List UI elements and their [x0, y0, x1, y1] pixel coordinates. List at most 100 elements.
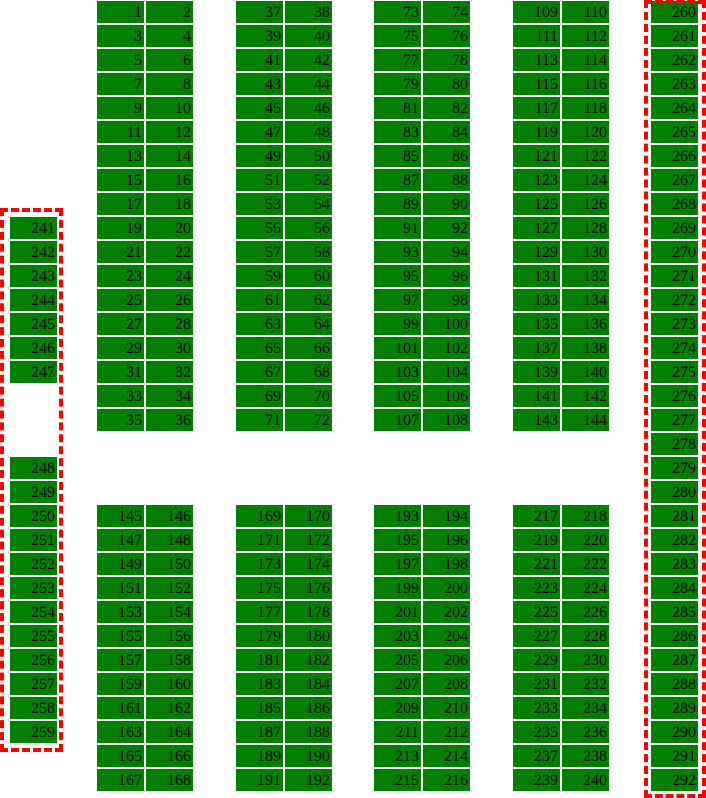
seat-3[interactable]: 3	[97, 25, 144, 47]
seat-88[interactable]: 88	[423, 169, 470, 191]
seat-272[interactable]: 272	[651, 289, 698, 311]
seat-232[interactable]: 232	[562, 673, 609, 695]
seat-165[interactable]: 165	[97, 745, 144, 767]
seat-184[interactable]: 184	[285, 673, 332, 695]
seat-48[interactable]: 48	[285, 121, 332, 143]
seat-262[interactable]: 262	[651, 49, 698, 71]
seat-90[interactable]: 90	[423, 193, 470, 215]
seat-12[interactable]: 12	[146, 121, 193, 143]
seat-140[interactable]: 140	[562, 361, 609, 383]
seat-222[interactable]: 222	[562, 553, 609, 575]
seat-282[interactable]: 282	[651, 529, 698, 551]
seat-28[interactable]: 28	[146, 313, 193, 335]
seat-65[interactable]: 65	[236, 337, 283, 359]
seat-189[interactable]: 189	[236, 745, 283, 767]
seat-289[interactable]: 289	[651, 697, 698, 719]
seat-283[interactable]: 283	[651, 553, 698, 575]
seat-35[interactable]: 35	[97, 409, 144, 431]
seat-239[interactable]: 239	[513, 769, 560, 791]
seat-251[interactable]: 251	[10, 529, 57, 551]
seat-193[interactable]: 193	[374, 505, 421, 527]
seat-137[interactable]: 137	[513, 337, 560, 359]
seat-55[interactable]: 55	[236, 217, 283, 239]
seat-109[interactable]: 109	[513, 1, 560, 23]
seat-41[interactable]: 41	[236, 49, 283, 71]
seat-42[interactable]: 42	[285, 49, 332, 71]
seat-200[interactable]: 200	[423, 577, 470, 599]
seat-279[interactable]: 279	[651, 457, 698, 479]
seat-204[interactable]: 204	[423, 625, 470, 647]
seat-155[interactable]: 155	[97, 625, 144, 647]
seat-134[interactable]: 134	[562, 289, 609, 311]
seat-191[interactable]: 191	[236, 769, 283, 791]
seat-82[interactable]: 82	[423, 97, 470, 119]
seat-43[interactable]: 43	[236, 73, 283, 95]
seat-264[interactable]: 264	[651, 97, 698, 119]
seat-284[interactable]: 284	[651, 577, 698, 599]
seat-105[interactable]: 105	[374, 385, 421, 407]
seat-33[interactable]: 33	[97, 385, 144, 407]
seat-77[interactable]: 77	[374, 49, 421, 71]
seat-244[interactable]: 244	[10, 289, 57, 311]
seat-22[interactable]: 22	[146, 241, 193, 263]
seat-158[interactable]: 158	[146, 649, 193, 671]
seat-290[interactable]: 290	[651, 721, 698, 743]
seat-50[interactable]: 50	[285, 145, 332, 167]
seat-234[interactable]: 234	[562, 697, 609, 719]
seat-53[interactable]: 53	[236, 193, 283, 215]
seat-97[interactable]: 97	[374, 289, 421, 311]
seat-265[interactable]: 265	[651, 121, 698, 143]
seat-201[interactable]: 201	[374, 601, 421, 623]
seat-249[interactable]: 249	[10, 481, 57, 503]
seat-32[interactable]: 32	[146, 361, 193, 383]
seat-45[interactable]: 45	[236, 97, 283, 119]
seat-263[interactable]: 263	[651, 73, 698, 95]
seat-243[interactable]: 243	[10, 265, 57, 287]
seat-148[interactable]: 148	[146, 529, 193, 551]
seat-183[interactable]: 183	[236, 673, 283, 695]
seat-17[interactable]: 17	[97, 193, 144, 215]
seat-139[interactable]: 139	[513, 361, 560, 383]
seat-253[interactable]: 253	[10, 577, 57, 599]
seat-85[interactable]: 85	[374, 145, 421, 167]
seat-209[interactable]: 209	[374, 697, 421, 719]
seat-63[interactable]: 63	[236, 313, 283, 335]
seat-98[interactable]: 98	[423, 289, 470, 311]
seat-121[interactable]: 121	[513, 145, 560, 167]
seat-54[interactable]: 54	[285, 193, 332, 215]
seat-259[interactable]: 259	[10, 721, 57, 743]
seat-19[interactable]: 19	[97, 217, 144, 239]
seat-113[interactable]: 113	[513, 49, 560, 71]
seat-110[interactable]: 110	[562, 1, 609, 23]
seat-219[interactable]: 219	[513, 529, 560, 551]
seat-124[interactable]: 124	[562, 169, 609, 191]
seat-238[interactable]: 238	[562, 745, 609, 767]
seat-91[interactable]: 91	[374, 217, 421, 239]
seat-254[interactable]: 254	[10, 601, 57, 623]
seat-266[interactable]: 266	[651, 145, 698, 167]
seat-252[interactable]: 252	[10, 553, 57, 575]
seat-156[interactable]: 156	[146, 625, 193, 647]
seat-168[interactable]: 168	[146, 769, 193, 791]
seat-208[interactable]: 208	[423, 673, 470, 695]
seat-94[interactable]: 94	[423, 241, 470, 263]
seat-245[interactable]: 245	[10, 313, 57, 335]
seat-212[interactable]: 212	[423, 721, 470, 743]
seat-25[interactable]: 25	[97, 289, 144, 311]
seat-277[interactable]: 277	[651, 409, 698, 431]
seat-80[interactable]: 80	[423, 73, 470, 95]
seat-206[interactable]: 206	[423, 649, 470, 671]
seat-176[interactable]: 176	[285, 577, 332, 599]
seat-115[interactable]: 115	[513, 73, 560, 95]
seat-78[interactable]: 78	[423, 49, 470, 71]
seat-130[interactable]: 130	[562, 241, 609, 263]
seat-235[interactable]: 235	[513, 721, 560, 743]
seat-258[interactable]: 258	[10, 697, 57, 719]
seat-195[interactable]: 195	[374, 529, 421, 551]
seat-225[interactable]: 225	[513, 601, 560, 623]
seat-227[interactable]: 227	[513, 625, 560, 647]
seat-67[interactable]: 67	[236, 361, 283, 383]
seat-122[interactable]: 122	[562, 145, 609, 167]
seat-273[interactable]: 273	[651, 313, 698, 335]
seat-76[interactable]: 76	[423, 25, 470, 47]
